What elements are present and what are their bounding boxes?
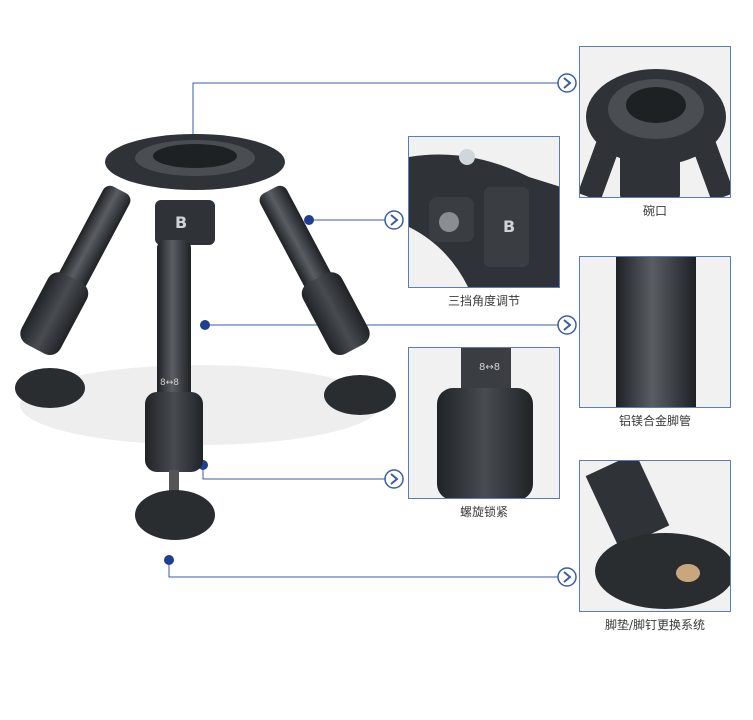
chevron-right-circle-icon <box>557 315 577 335</box>
callout-dot-icon <box>304 215 314 225</box>
caption-bowl: 碗口 <box>642 204 667 218</box>
callout-dot-icon <box>164 555 174 565</box>
chevron-right-circle-icon <box>384 210 404 230</box>
detail-panel-tube <box>579 256 731 408</box>
svg-text:8↔8: 8↔8 <box>479 362 500 373</box>
caption-angle: 三挡角度调节 <box>447 294 520 308</box>
product-feature-diagram: B 8↔8 碗口 B 三挡角度调节 <box>15 46 731 632</box>
caption-tube: 铝镁合金脚管 <box>618 414 691 428</box>
tripod-illustration: B 8↔8 <box>15 134 396 540</box>
chevron-right-circle-icon <box>384 469 404 489</box>
caption-foot: 脚垫/脚钉更换系统 <box>604 618 706 632</box>
connector-foot <box>168 560 560 578</box>
detail-panel-foot <box>579 460 731 612</box>
twist-detail-image: 8↔8 <box>409 348 559 498</box>
tube-detail-image <box>580 257 730 407</box>
foot-detail-image <box>580 461 730 611</box>
caption-twist: 螺旋锁紧 <box>459 505 508 519</box>
bowl-detail-image <box>580 47 730 197</box>
chevron-right-circle-icon <box>557 73 577 93</box>
detail-panel-angle: B <box>408 136 560 288</box>
svg-text:B: B <box>175 213 187 232</box>
callout-dot-icon <box>200 320 210 330</box>
connector-bowl <box>192 82 560 143</box>
svg-text:8↔8: 8↔8 <box>160 378 179 388</box>
detail-panel-twist: 8↔8 <box>408 347 560 499</box>
chevron-right-circle-icon <box>557 567 577 587</box>
detail-panel-bowl <box>579 46 731 198</box>
svg-text:B: B <box>503 217 515 236</box>
angle-detail-image: B <box>409 137 559 287</box>
